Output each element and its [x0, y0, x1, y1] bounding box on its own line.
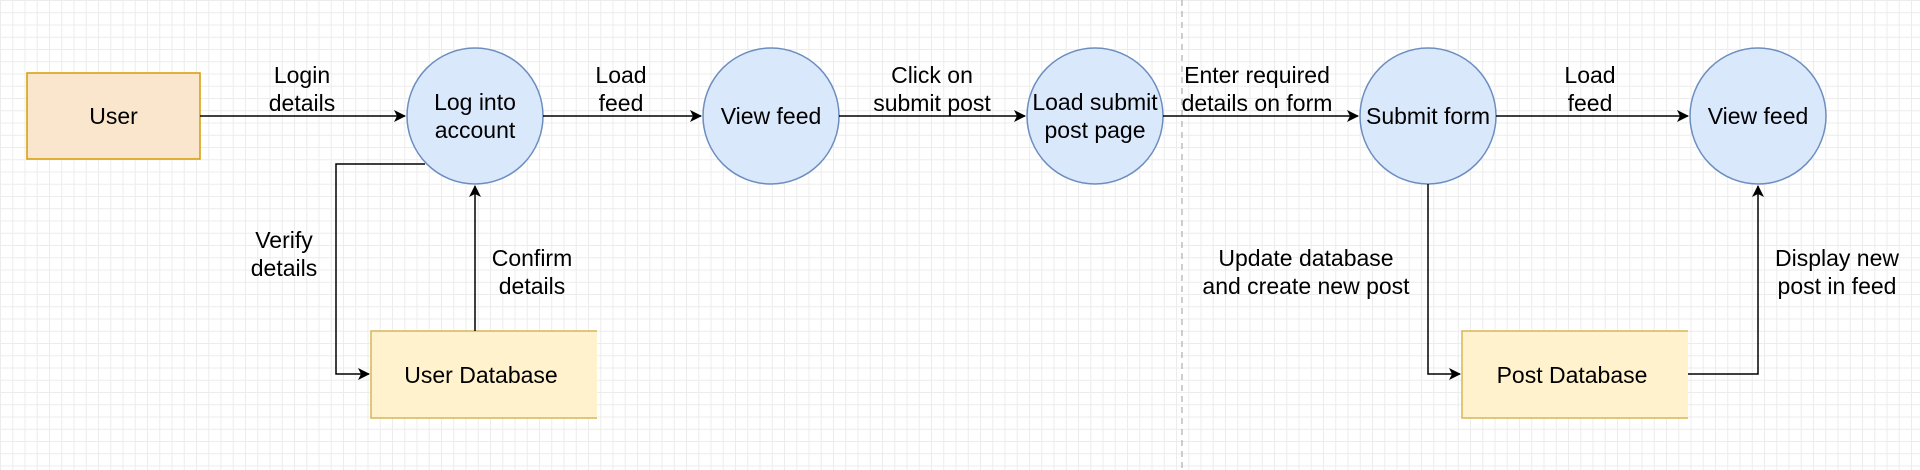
edge-label-load-feed-1: Load feed [595, 62, 647, 116]
view-feed-1-label: View feed [720, 103, 822, 129]
user-database-label: User Database [404, 361, 558, 388]
user-entity-box[interactable] [26, 72, 201, 160]
user-entity-label: User [89, 103, 138, 129]
load-submit-post-page-label: Load submit post page [1032, 89, 1158, 143]
post-database-store[interactable] [1461, 330, 1688, 419]
edge-label-display-new-post: Display new post in feed [1775, 245, 1899, 299]
edge-update-database [1427, 184, 1461, 380]
edge-label-confirm-details: Confirm details [491, 245, 573, 299]
edge-label-load-feed-2: Load feed [1564, 62, 1616, 116]
edge-verify-details [335, 163, 425, 380]
edge-label-click-on-submit-post: Click on submit post [873, 62, 991, 116]
submit-form-label: Submit form [1366, 103, 1490, 129]
edge-label-verify-details: Verify details [250, 227, 318, 281]
log-into-account-label: Log into account [434, 89, 516, 143]
edge-label-enter-required-details: Enter required details on form [1181, 62, 1333, 116]
edge-label-login-details: Login details [268, 62, 336, 116]
view-feed-process-2[interactable] [1689, 47, 1827, 185]
post-database-label: Post Database [1496, 361, 1648, 388]
view-feed-2-label: View feed [1707, 103, 1809, 129]
edge-label-update-database: Update database and create new post [1202, 245, 1410, 299]
user-database-store[interactable] [370, 330, 597, 419]
edge-display-new-post [1688, 185, 1764, 375]
